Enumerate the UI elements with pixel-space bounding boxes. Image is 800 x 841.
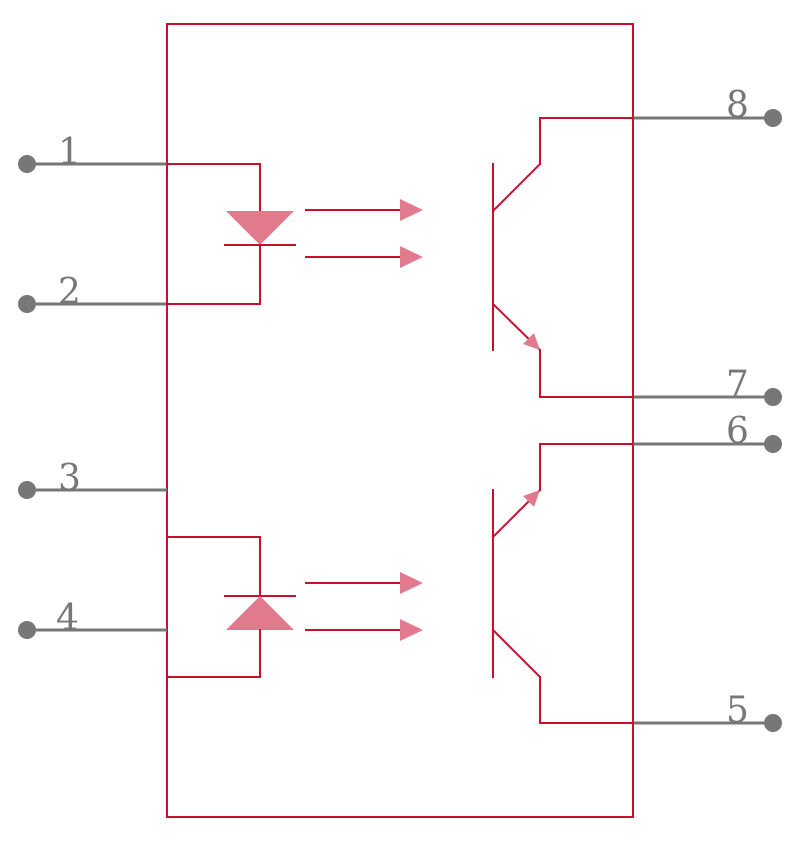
- pin-1[interactable]: 1: [18, 132, 167, 173]
- lower-led-cathode-wire: [166, 536, 261, 597]
- lower-led: [166, 536, 296, 678]
- pin-5-label: 5: [726, 690, 749, 731]
- pin-7[interactable]: 7: [633, 364, 782, 406]
- pin-6-dot: [764, 435, 782, 453]
- pin-2[interactable]: 2: [18, 272, 167, 313]
- pin-6[interactable]: 6: [633, 411, 782, 453]
- upper-light-arrows: [305, 199, 423, 268]
- lower-led-triangle: [226, 596, 294, 630]
- lower-light-arrow-1-head: [400, 572, 423, 594]
- upper-led-anode-wire: [166, 163, 261, 211]
- upper-light-arrow-1-head: [400, 199, 423, 221]
- pin-5[interactable]: 5: [633, 690, 782, 732]
- upper-led: [166, 163, 296, 305]
- upper-transistor-emitter-arrow: [523, 333, 540, 350]
- pin-4[interactable]: 4: [18, 598, 167, 639]
- lower-light-arrow-2-head: [400, 619, 423, 641]
- pin-3-label: 3: [58, 458, 81, 499]
- pin-7-dot: [764, 388, 782, 406]
- pin-5-dot: [764, 714, 782, 732]
- lower-transistor-collector-wire: [539, 676, 634, 724]
- lower-led-anode-wire: [166, 629, 261, 678]
- upper-led-triangle: [226, 211, 294, 245]
- pin-4-dot: [18, 621, 36, 639]
- pin-3-dot: [18, 481, 36, 499]
- upper-phototransistor: [491, 117, 634, 398]
- upper-transistor-collector: [491, 162, 542, 213]
- upper-transistor-emitter-wire: [539, 349, 634, 398]
- lower-transistor-emitter-arrow: [523, 490, 540, 507]
- pin-8-label: 8: [726, 85, 749, 126]
- lower-phototransistor: [491, 443, 634, 724]
- lower-transistor-emitter-wire: [539, 443, 634, 491]
- lower-transistor-collector: [491, 628, 542, 679]
- lower-light-arrows: [305, 572, 423, 641]
- pin-2-label: 2: [58, 272, 81, 313]
- pin-7-label: 7: [726, 364, 749, 405]
- upper-led-cathode-wire: [166, 244, 261, 305]
- pin-3[interactable]: 3: [18, 458, 167, 499]
- pin-8-dot: [764, 109, 782, 127]
- upper-light-arrow-2-head: [400, 246, 423, 268]
- upper-transistor-collector-wire: [539, 117, 634, 165]
- pin-8[interactable]: 8: [633, 85, 782, 127]
- pin-4-label: 4: [56, 598, 79, 639]
- pin-6-label: 6: [726, 411, 749, 452]
- component-body-outline: [166, 23, 634, 818]
- pin-2-dot: [18, 295, 36, 313]
- pin-1-label: 1: [58, 132, 81, 173]
- pin-1-dot: [18, 155, 36, 173]
